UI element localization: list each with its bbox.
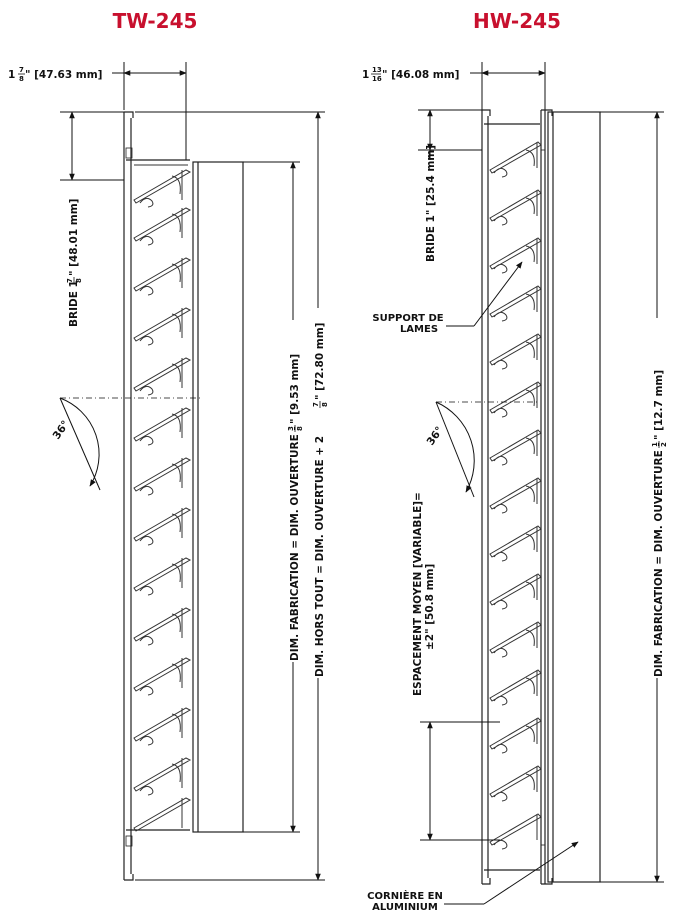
hw-support-callout: SUPPORT DE LAMES	[372, 261, 523, 335]
tw-angle-label: 36°	[51, 419, 72, 442]
tw-fab-frac-den: 8	[296, 426, 304, 431]
hw-spacing-dimension: ESPACEMENT MOYEN [VARIABLE]= ±2" [50.8 m…	[412, 492, 500, 841]
hw-corner-line1: CORNIÈRE EN	[367, 889, 443, 902]
hw-corner-line2: ALUMINIUM	[372, 902, 438, 913]
tw-bride-dimension: BRIDE 1 7 8 " [48.01 mm]	[60, 111, 124, 327]
hw-frame	[481, 109, 601, 885]
hw-fab-frac-num: 1	[651, 442, 659, 447]
hw-title: HW-245	[473, 9, 561, 33]
tw-bride-rest: " [48.01 mm]	[68, 199, 80, 276]
tw-title: TW-245	[113, 9, 198, 33]
hw-width-frac-den: 16	[372, 75, 382, 83]
tw-fab-rest: " [9.53 mm]	[289, 354, 301, 424]
hw-angle-label: 36°	[425, 425, 446, 448]
hw-bride-dimension: BRIDE 1" [25.4 mm]	[418, 109, 482, 262]
hw-spacing-line2: ±2" [50.8 mm]	[424, 564, 436, 650]
tw-width-dimension: 1 7 8 " [47.63 mm]	[8, 62, 187, 160]
tw-overall-rest: " [72.80 mm]	[314, 323, 326, 400]
tw-width-rest: " [47.63 mm]	[25, 69, 102, 81]
hw-blades	[489, 141, 542, 850]
hw-spacing-line1: ESPACEMENT MOYEN [VARIABLE]=	[412, 492, 424, 696]
tw-bride-frac-num: 7	[66, 278, 74, 283]
tw-overall-label: DIM. HORS TOUT = DIM. OUVERTURE + 2	[314, 436, 326, 677]
tw-overall-frac-num: 7	[312, 402, 320, 407]
hw-support-line1: SUPPORT DE	[372, 313, 443, 324]
tw-width-whole: 1	[8, 69, 15, 81]
tw-width-frac-den: 8	[19, 75, 24, 83]
tw-overall-frac-den: 8	[321, 402, 329, 407]
hw-width-rest: " [46.08 mm]	[382, 69, 459, 81]
hw-fab-rest: " [12.7 mm]	[653, 370, 665, 440]
tw-blades	[133, 164, 192, 832]
tw-width-frac-num: 7	[19, 66, 24, 74]
hw-fab-frac-den: 2	[660, 442, 668, 447]
tw-fab-frac-num: 3	[287, 426, 295, 431]
hw-width-frac-num: 13	[372, 66, 382, 74]
tw-frame	[123, 111, 244, 881]
hw-section: 1 13 16 " [46.08 mm]	[362, 62, 668, 913]
tw-bride-frac-den: 8	[75, 278, 83, 283]
tw-bride-label: BRIDE 1	[68, 280, 80, 327]
hw-width-whole: 1	[362, 69, 369, 81]
tw-overall-dimension: DIM. HORS TOUT = DIM. OUVERTURE + 2 7 8 …	[135, 111, 329, 881]
hw-fabrication-dimension: DIM. FABRICATION = DIM. OUVERTURE - 1 2 …	[600, 111, 668, 883]
hw-corner-callout: CORNIÈRE EN ALUMINIUM	[367, 841, 579, 913]
tw-fabrication-dimension: DIM. FABRICATION = DIM. OUVERTURE - 3 8 …	[243, 161, 304, 833]
tw-fabrication-label: DIM. FABRICATION = DIM. OUVERTURE -	[289, 426, 301, 661]
hw-fabrication-label: DIM. FABRICATION = DIM. OUVERTURE -	[653, 442, 665, 677]
tw-section: 1 7 8 " [47.63 mm]	[8, 62, 329, 881]
hw-bride-label: BRIDE 1" [25.4 mm]	[425, 145, 437, 262]
tw-angle: 36°	[51, 397, 200, 491]
hw-support-line2: LAMES	[400, 324, 438, 335]
hw-width-dimension: 1 13 16 " [46.08 mm]	[362, 62, 546, 110]
